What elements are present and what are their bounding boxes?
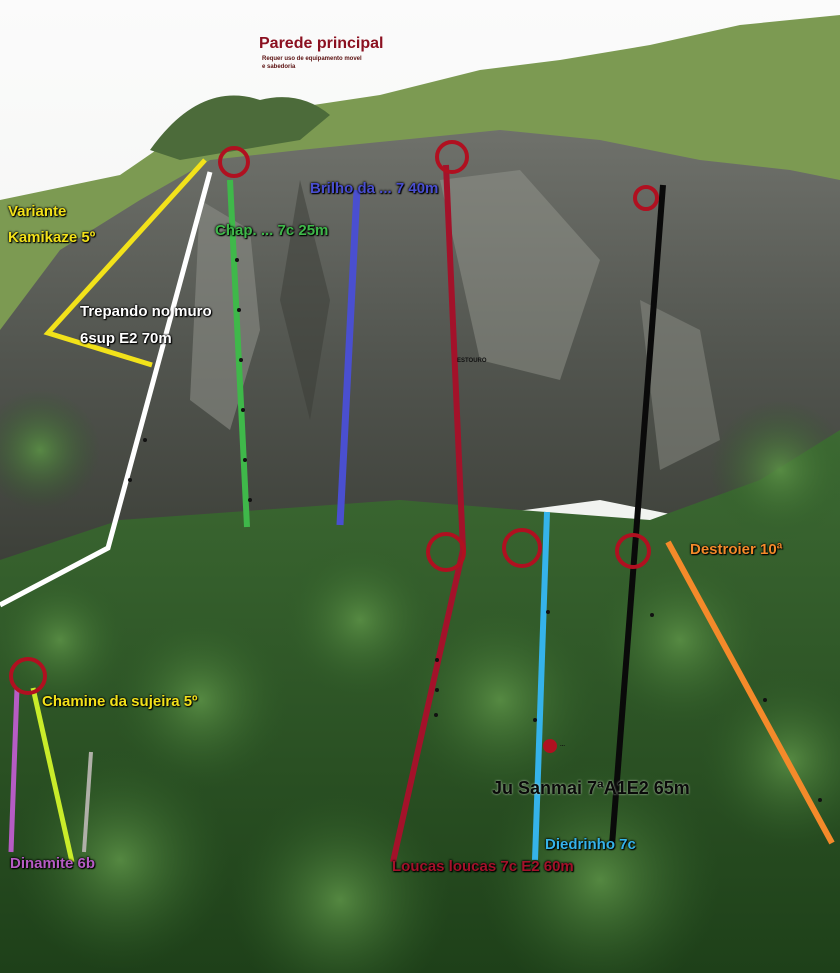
route-label-destroier: Destroier 10ª xyxy=(690,541,783,558)
anchor-circle xyxy=(435,140,469,174)
route-label-red: Loucas loucas 7c E2 60m xyxy=(392,858,574,875)
route-line-blue xyxy=(336,189,361,526)
route-label-dinamite: Dinamite 6b xyxy=(10,855,96,872)
rock-light-streak xyxy=(640,300,720,470)
tree-canopy xyxy=(0,390,840,973)
route-line-orange xyxy=(665,540,835,845)
anchor-circle xyxy=(9,657,47,695)
route-label-trepando-line1: Trepando no muro xyxy=(80,303,212,320)
route-label-ju-sanmai: Ju Sanmai 7ªA1E2 65m xyxy=(492,778,690,798)
bolt-dots xyxy=(128,258,822,802)
topo-subtitle-line1: Requer uso de equipamento movel xyxy=(262,56,362,62)
route-label-blue: Brilho da ... 7 40m xyxy=(310,180,439,197)
summit-tree xyxy=(150,95,330,160)
anchor-circle xyxy=(633,185,659,211)
topo-subtitle-line2: e sabedoria xyxy=(262,64,296,70)
route-line-variante-kamikaze xyxy=(43,158,207,368)
anchor-circle xyxy=(615,533,651,569)
route-label-variante: Variante xyxy=(8,203,67,220)
topo-title: Parede principal xyxy=(259,35,384,52)
route-label-small-note: ... xyxy=(560,742,566,748)
route-label-kamikaze: Kamikaze 5º xyxy=(8,229,96,246)
rock-dark-streak xyxy=(280,180,330,420)
anchor-circle xyxy=(502,528,542,568)
route-line-grey xyxy=(82,751,93,853)
anchor-circle-small xyxy=(543,739,557,753)
route-label-estouro: ESTOURO xyxy=(457,358,487,364)
route-line-purple xyxy=(8,687,20,853)
anchor-markers xyxy=(9,140,659,753)
anchor-circle xyxy=(218,146,250,178)
rock-light-streak xyxy=(190,200,260,430)
route-label-trepando-line2: 6sup E2 70m xyxy=(80,330,172,347)
route-line-lime xyxy=(30,687,75,863)
route-line-trepando-no-muro xyxy=(0,171,213,608)
route-line-green xyxy=(227,179,250,528)
rock-light-streak xyxy=(440,170,600,380)
anchor-circle xyxy=(426,532,466,572)
route-line-black xyxy=(609,184,666,846)
route-line-cyan xyxy=(532,511,550,861)
route-label-diedrinho: Diedrinho 7c xyxy=(545,836,636,853)
route-label-green: Chap. ... 7c 25m xyxy=(215,222,329,239)
route-label-chamine: Chamine da sujeira 5º xyxy=(42,693,198,710)
